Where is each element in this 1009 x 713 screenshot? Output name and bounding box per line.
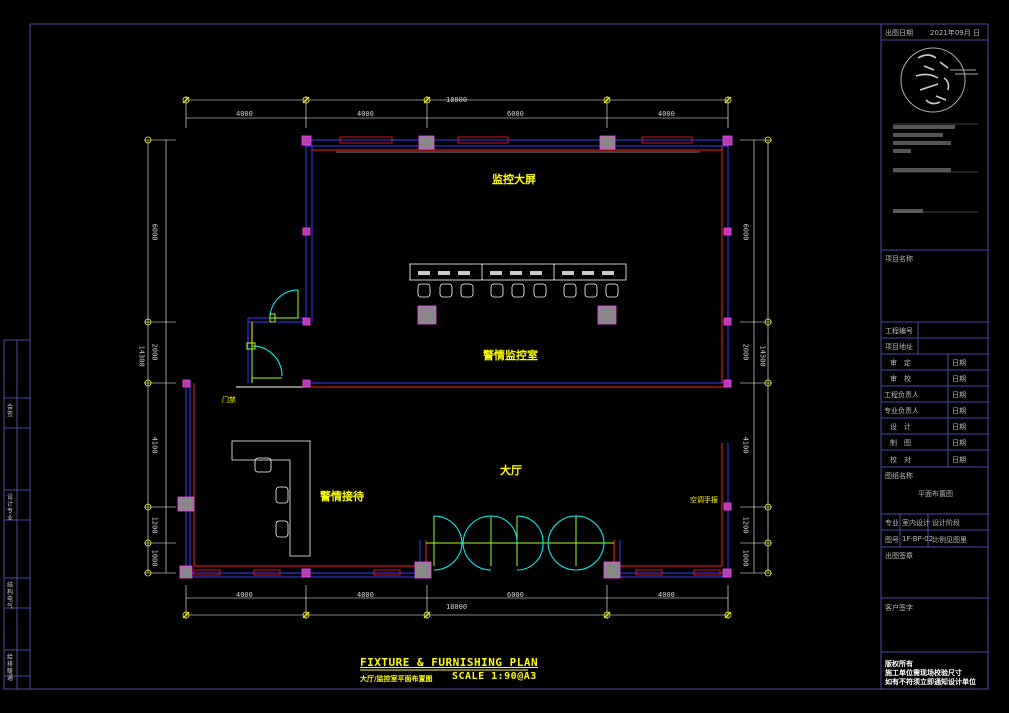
drawing-name-label: 图纸名称 — [885, 472, 913, 480]
scale-label: 比例见图里 — [932, 536, 967, 544]
project-name-label: 项目名称 — [885, 255, 913, 263]
firm-logo — [900, 47, 978, 113]
dim-bottom-total: 18000 — [446, 603, 468, 611]
draw-date: 日期 — [952, 439, 966, 447]
check-date: 日期 — [952, 375, 966, 383]
room-label-hall: 大厅 — [500, 464, 522, 477]
left-strip-label-2: 设计 专业 — [6, 494, 13, 522]
monitor-room-walls — [305, 136, 729, 388]
plan-title: FIXTURE & FURNISHING PLAN — [360, 656, 539, 669]
project-location-label: 项目地址 — [885, 343, 913, 351]
room-label-reception: 警情接待 — [320, 490, 364, 503]
design-date: 日期 — [952, 423, 966, 431]
dim-top-seg-2: 4000 — [357, 110, 374, 118]
client-sign-label: 客户签字 — [885, 604, 913, 612]
eng-lead-date: 日期 — [952, 391, 966, 399]
dim-left-seg-1: 6000 — [150, 223, 159, 241]
stage-label: 设计阶段 — [932, 519, 960, 527]
dim-left-total: 14300 — [137, 345, 146, 367]
plan-subtitle: 大厅/监控室平面布置图 — [360, 675, 433, 683]
pro-lead-label: 专业负责人 — [884, 407, 919, 415]
dim-top-seg-4: 4000 — [658, 110, 675, 118]
dim-top-total: 18000 — [446, 96, 468, 104]
drawing-no-label: 图号 — [885, 536, 899, 544]
issue-date-value: 2021年09月 日 — [930, 29, 980, 37]
issue-date-label: 出图日期 — [885, 29, 913, 37]
dim-left-seg-3: 4100 — [150, 436, 159, 454]
discipline-value: 室内设计 — [902, 519, 930, 527]
left-strip-label-3: 结构 电气 — [6, 582, 13, 610]
left-strip-label-1: 会签 — [6, 404, 13, 418]
dim-right-seg-2: 2000 — [741, 343, 750, 361]
drawing-no-value: 1F-BP-02 — [902, 535, 934, 543]
dim-left-seg-4: 1200 — [150, 516, 159, 534]
dim-bottom-seg-3: 6000 — [507, 591, 524, 599]
review-label: 审 定 — [890, 359, 911, 367]
left-strip-label-4: 给排 暖通 — [6, 654, 13, 682]
structural-columns — [177, 135, 733, 579]
design-label: 设 计 — [890, 423, 911, 431]
dim-right-seg-1: 6000 — [741, 223, 750, 241]
dim-right-seg-3: 4100 — [741, 436, 750, 454]
entrance-doors — [426, 515, 614, 571]
dim-left-seg-2: 2000 — [150, 343, 159, 361]
project-no-label: 工程编号 — [885, 327, 913, 335]
review-date: 日期 — [952, 359, 966, 367]
copyright-line-3: 如有不符须立即通知设计单位 — [885, 678, 976, 686]
check-label: 审 校 — [890, 375, 911, 383]
console-chairs — [417, 283, 619, 298]
room-label-big-screen: 监控大屏 — [492, 173, 536, 186]
proofread-label: 校 对 — [890, 456, 911, 464]
door-access-label: 门禁 — [222, 396, 236, 404]
plan-scale: SCALE 1:90@A3 — [452, 671, 537, 682]
proofread-date: 日期 — [952, 456, 966, 464]
corridor-doors — [246, 289, 299, 379]
dim-right-seg-5: 1000 — [741, 549, 750, 567]
dim-right-seg-4: 1200 — [741, 516, 750, 534]
draw-label: 制 图 — [890, 439, 911, 447]
copyright-line-2: 施工单位需现场校验尺寸 — [885, 669, 962, 677]
dim-bottom-seg-1: 4000 — [236, 591, 253, 599]
dim-top-seg-3: 6000 — [507, 110, 524, 118]
dim-bottom-seg-2: 4000 — [357, 591, 374, 599]
room-label-control-room: 警情监控室 — [483, 349, 538, 362]
dim-left-seg-5: 1000 — [150, 549, 159, 567]
ac-control-label: 空调手报 — [690, 496, 718, 504]
drawing-name-value: 平面布置图 — [918, 490, 953, 498]
monitor-console — [409, 263, 627, 281]
dim-bottom-seg-4: 4000 — [658, 591, 675, 599]
eng-lead-label: 工程负责人 — [884, 391, 919, 399]
reception-counter — [231, 440, 311, 557]
issue-stamp-label: 出图签章 — [885, 552, 913, 560]
copyright-line-1: 版权所有 — [885, 660, 913, 668]
dim-right-total: 14300 — [758, 345, 767, 367]
dim-top-seg-1: 4000 — [236, 110, 253, 118]
hall-walls — [185, 380, 729, 578]
pro-lead-date: 日期 — [952, 407, 966, 415]
discipline-label: 专业 — [885, 519, 899, 527]
